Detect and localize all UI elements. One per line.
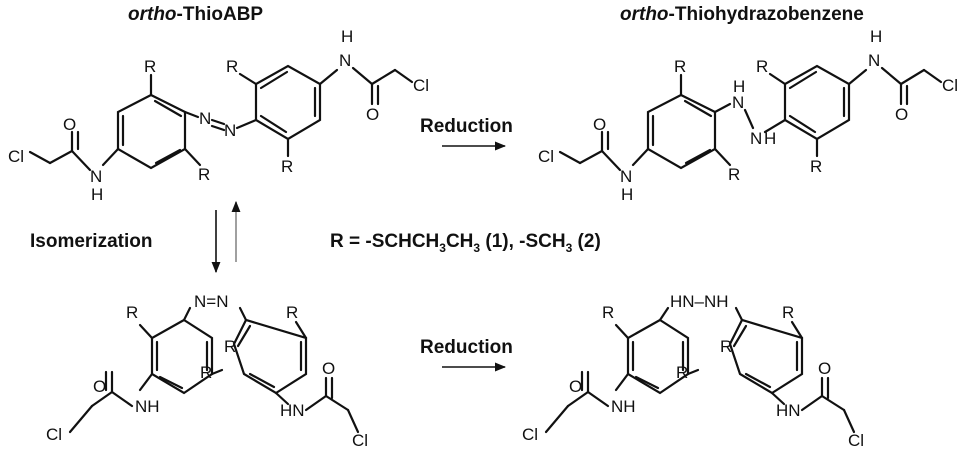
svg-text:Cl: Cl <box>46 425 62 444</box>
svg-text:NH: NH <box>611 397 636 416</box>
svg-text:N: N <box>199 109 211 128</box>
svg-text:N: N <box>90 167 102 186</box>
svg-text:Cl: Cl <box>522 425 538 444</box>
svg-text:O: O <box>593 115 606 134</box>
svg-text:O: O <box>322 359 335 378</box>
svg-text:N: N <box>750 129 762 148</box>
svg-text:R: R <box>144 57 156 76</box>
svg-text:H: H <box>341 27 353 46</box>
svg-text:HN: HN <box>280 401 305 420</box>
title-ortho-thiohydrazobenzene: ortho-Thiohydrazobenzene <box>620 4 864 25</box>
svg-text:Cl: Cl <box>352 431 368 450</box>
svg-text:N: N <box>339 51 351 70</box>
svg-text:R: R <box>756 57 768 76</box>
svg-text:R: R <box>198 165 210 184</box>
svg-text:R: R <box>226 57 238 76</box>
molecule-cis-thiohydrazobenzene: HN–NH R R NH O Cl R R HN O <box>522 292 864 450</box>
svg-text:Cl: Cl <box>942 76 958 95</box>
label-reduction-top: Reduction <box>420 116 513 137</box>
svg-text:N: N <box>620 167 632 186</box>
svg-text:R: R <box>602 303 614 322</box>
svg-text:O: O <box>895 105 908 124</box>
svg-text:Cl: Cl <box>413 76 429 95</box>
molecule-cis-thioabp: N=N R R NH O Cl R R HN O <box>46 292 368 450</box>
svg-text:R: R <box>281 157 293 176</box>
svg-text:O: O <box>93 377 106 396</box>
molecule-ortho-thioabp: R R N H O Cl N N R R H N <box>8 27 429 204</box>
title-ortho-thioabp: ortho-ThioABP <box>128 4 263 25</box>
svg-text:R: R <box>286 303 298 322</box>
svg-text:R: R <box>126 303 138 322</box>
svg-text:O: O <box>569 377 582 396</box>
svg-text:R: R <box>200 363 212 382</box>
svg-text:N=N: N=N <box>194 292 228 311</box>
svg-text:H: H <box>91 185 103 204</box>
svg-text:R: R <box>728 165 740 184</box>
svg-text:H: H <box>621 185 633 204</box>
label-isomerization: Isomerization <box>30 231 152 252</box>
svg-text:Cl: Cl <box>848 431 864 450</box>
svg-text:O: O <box>63 115 76 134</box>
svg-text:N: N <box>732 93 744 112</box>
svg-text:HN–NH: HN–NH <box>670 292 729 311</box>
svg-text:R: R <box>720 337 732 356</box>
svg-text:O: O <box>366 105 379 124</box>
label-reduction-bottom: Reduction <box>420 337 513 358</box>
r-group-definition: R = -SCHCH3CH3 (1), -SCH3 (2) <box>330 231 601 255</box>
svg-text:R: R <box>810 157 822 176</box>
svg-text:R: R <box>676 363 688 382</box>
svg-text:Cl: Cl <box>538 147 554 166</box>
svg-text:H: H <box>733 77 745 96</box>
svg-text:NH: NH <box>135 397 160 416</box>
molecule-ortho-thiohydrazobenzene: R R N H O Cl H N N H R R H N <box>538 27 958 204</box>
svg-text:N: N <box>224 121 236 140</box>
svg-text:O: O <box>818 359 831 378</box>
svg-text:R: R <box>782 303 794 322</box>
svg-text:R: R <box>224 337 236 356</box>
svg-text:HN: HN <box>776 401 801 420</box>
svg-text:R: R <box>674 57 686 76</box>
svg-text:N: N <box>868 51 880 70</box>
svg-text:H: H <box>870 27 882 46</box>
svg-text:Cl: Cl <box>8 147 24 166</box>
svg-text:H: H <box>764 129 776 148</box>
